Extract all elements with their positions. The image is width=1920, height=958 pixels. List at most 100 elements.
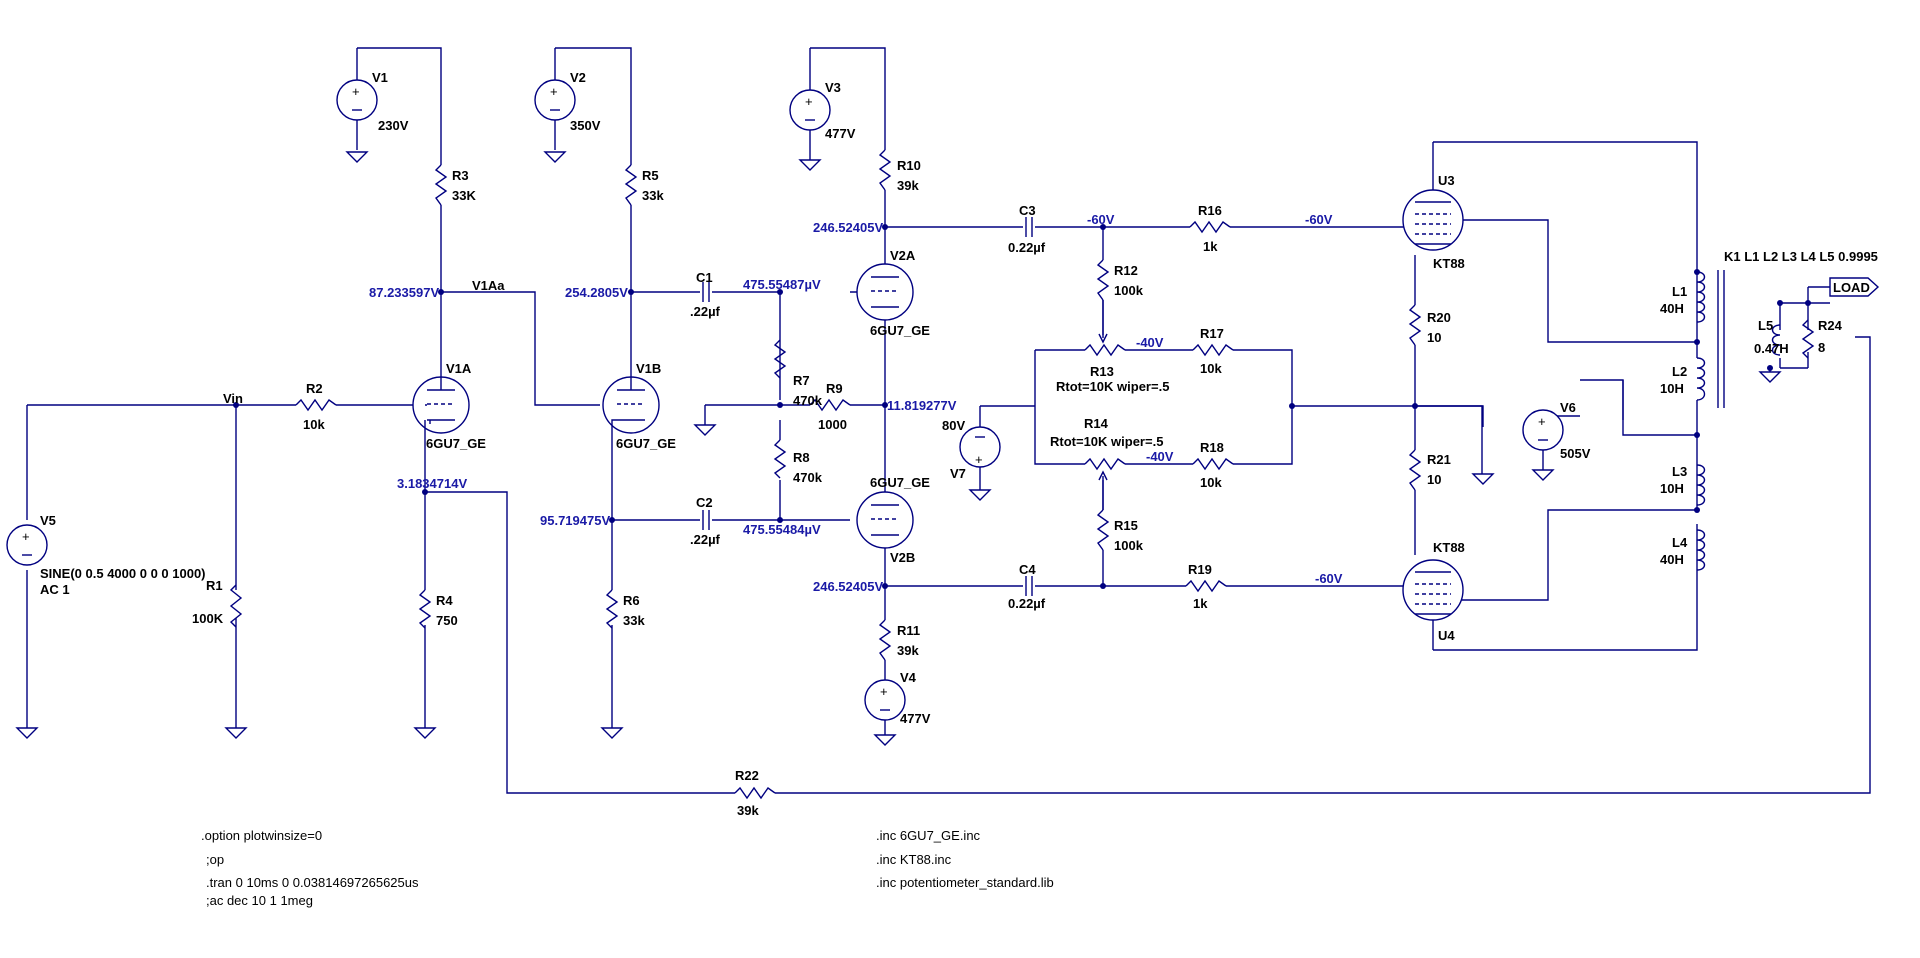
label-v1b-name: V1B [636,361,661,376]
tube-u3[interactable] [1402,189,1464,251]
directive-inc-potentiometer[interactable]: .inc potentiometer_standard.lib [876,875,1054,890]
voltage-source-v6[interactable]: + [1522,409,1564,451]
tube-v1a[interactable] [412,375,470,434]
label-r22-name: R22 [735,768,759,783]
node-voltage-v1b-plate: 254.2805V [565,285,628,300]
tube-v2b[interactable] [856,491,914,549]
resistor-r24[interactable] [1801,319,1815,359]
ground-icon [873,734,897,746]
capacitor-c1[interactable] [702,282,710,302]
resistor-r1[interactable] [229,584,243,628]
resistor-r16[interactable] [1189,220,1231,234]
inductor-l3[interactable] [1696,464,1706,506]
resistor-r11[interactable] [878,619,892,661]
label-c2-name: C2 [696,495,713,510]
label-r3-value: 33K [452,188,476,203]
voltage-source-v3[interactable]: + [789,89,831,131]
tube-v1b[interactable] [602,375,660,434]
resistor-r5[interactable] [624,164,638,206]
svg-text:+: + [352,84,360,99]
label-v2a-name: V2A [890,248,916,263]
resistor-r22[interactable] [734,786,776,800]
label-r7-name: R7 [793,373,810,388]
resistor-r2[interactable] [295,398,337,412]
label-l3-name: L3 [1672,464,1687,479]
label-r11-value: 39k [897,643,919,658]
label-c3-value: 0.22µf [1008,240,1046,255]
label-v3-value: 477V [825,126,856,141]
label-r6-value: 33k [623,613,645,628]
potentiometer-r14[interactable] [1084,457,1126,471]
label-c4-value: 0.22µf [1008,596,1046,611]
resistor-r6[interactable] [605,589,619,629]
inductors [1696,270,1880,571]
resistor-r4[interactable] [418,589,432,629]
label-r3-name: R3 [452,168,469,183]
ground-icon [543,151,567,163]
directive-inc-6gu7[interactable]: .inc 6GU7_GE.inc [876,828,981,843]
label-v1-value: 230V [378,118,409,133]
inductor-l1[interactable] [1696,271,1706,323]
directive-inc-kt88[interactable]: .inc KT88.inc [876,852,952,867]
resistor-r18[interactable] [1192,457,1234,471]
capacitor-c3[interactable] [1025,217,1033,237]
directive-op[interactable]: ;op [206,852,224,867]
resistor-r3[interactable] [434,164,448,206]
inductor-l5[interactable] [1771,324,1781,356]
resistor-r8[interactable] [773,439,787,479]
resistor-r17[interactable] [1192,343,1234,357]
load-flag[interactable] [1829,277,1880,297]
label-v2-name: V2 [570,70,586,85]
svg-text:+: + [22,529,30,544]
ground-icon [413,727,437,739]
resistor-r7[interactable] [773,339,787,379]
label-v1a-name: V1A [446,361,472,376]
label-net-load: LOAD [1833,280,1870,295]
label-r7-value: 470k [793,393,823,408]
inductor-l2[interactable] [1696,357,1706,401]
resistor-r19[interactable] [1185,579,1227,593]
node-voltage-v2a-plate: 246.52405V [813,220,883,235]
transformer-core [1717,270,1725,408]
resistor-r21[interactable] [1408,449,1422,491]
potentiometer-r13[interactable] [1084,343,1126,357]
label-r18-name: R18 [1200,440,1224,455]
svg-text:+: + [550,84,558,99]
node-voltage-v1a-cathode: 3.1834714V [397,476,467,491]
label-r1-value: 100K [192,611,224,626]
label-v1-name: V1 [372,70,388,85]
ground-icon [1471,473,1495,485]
voltage-source-v7[interactable]: + [959,426,1001,468]
label-r13-value: Rtot=10K wiper=.5 [1056,379,1169,394]
resistor-r12[interactable] [1096,259,1110,301]
label-l1-name: L1 [1672,284,1687,299]
inductor-l4[interactable] [1696,529,1706,571]
label-r9-value: 1000 [818,417,847,432]
label-v6-value: 505V [1560,446,1591,461]
voltage-source-v2[interactable]: + [534,79,576,121]
resistor-r20[interactable] [1408,304,1422,346]
directive-coupling[interactable]: K1 L1 L2 L3 L4 L5 0.9995 [1724,249,1878,264]
potentiometer-r13-wiper [1098,300,1108,344]
label-l3-value: 10H [1660,481,1684,496]
label-r2-value: 10k [303,417,325,432]
voltage-source-v1[interactable]: + [336,79,378,121]
resistor-r15[interactable] [1096,509,1110,551]
voltage-source-v4[interactable]: + [864,679,906,721]
directive-tran[interactable]: .tran 0 10ms 0 0.03814697265625us [206,875,419,890]
ground-symbols [15,151,1782,746]
label-r21-value: 10 [1427,472,1441,487]
directive-plotwinsize[interactable]: .option plotwinsize=0 [201,828,322,843]
directive-ac[interactable]: ;ac dec 10 1 1meg [206,893,313,908]
voltage-source-v5[interactable]: + [6,524,48,566]
capacitor-c4[interactable] [1025,576,1033,596]
resistor-r10[interactable] [878,149,892,191]
label-v5-ac: AC 1 [40,582,70,597]
node-voltage-u3-grid-a: -60V [1087,212,1115,227]
resistor-r9[interactable] [809,398,851,412]
tube-v2a[interactable] [856,263,914,321]
node-voltage-c2-right: 475.55484µV [743,522,821,537]
capacitor-c2[interactable] [702,510,710,530]
tube-u4[interactable] [1402,559,1464,621]
